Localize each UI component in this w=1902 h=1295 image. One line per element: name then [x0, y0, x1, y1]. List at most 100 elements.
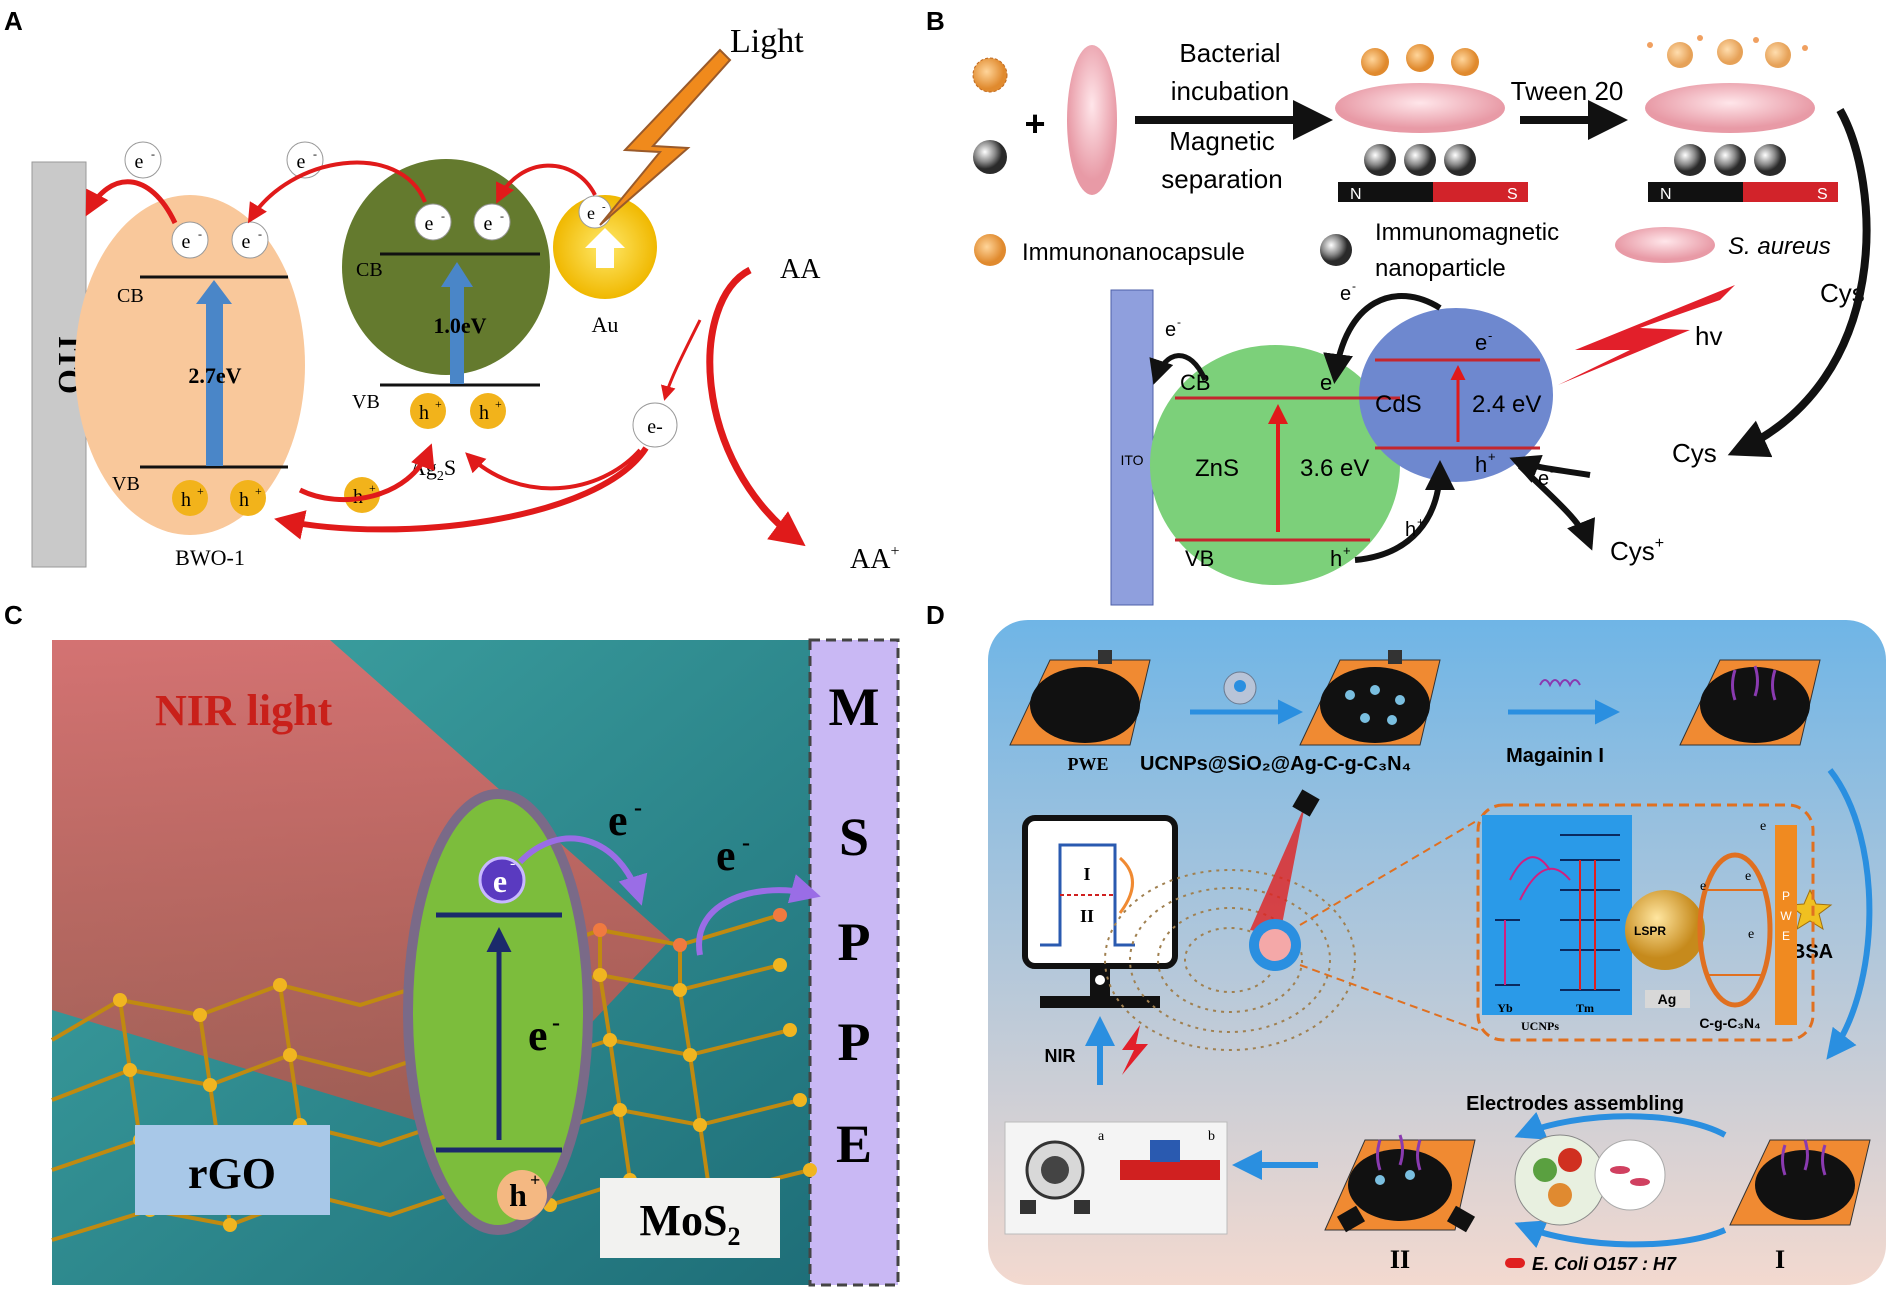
bwo-vb-label: VB [112, 473, 140, 495]
ag-label: Ag [1658, 991, 1677, 1007]
zns-vb-label: VB [1185, 546, 1214, 571]
mechanism-inset [1476, 803, 1815, 1042]
magnet-2-n [1648, 182, 1743, 202]
magnet-1-n [1338, 182, 1433, 202]
transfer-e-label-2: e- [716, 830, 750, 880]
electron-au: e- [578, 195, 612, 229]
pwe-label: PWE [1067, 754, 1108, 774]
svg-text:+: + [1488, 449, 1496, 464]
inset-link-top [1299, 819, 1479, 926]
bwo-label: BWO-1 [175, 545, 245, 570]
svg-text:-: - [742, 830, 750, 856]
cds-particle [1359, 308, 1553, 482]
bsa-label: BSA [1791, 941, 1833, 963]
svg-text:e: e [608, 796, 628, 845]
ag2s-gap-arrow-head [441, 262, 473, 287]
panel-label-c: C [4, 600, 23, 630]
svg-text:-: - [151, 147, 155, 161]
legend-bead-icon [1320, 234, 1352, 266]
cds-label: CdS [1375, 391, 1422, 418]
zns-cb-label: CB [1180, 370, 1211, 395]
ucnp-energy-box [1482, 815, 1632, 1015]
step-separation: separation [1161, 164, 1282, 194]
ucnps-formula: UCNPs@SiO₂@Ag-C-g-C₃N₄ [1140, 753, 1411, 775]
electron-bwo-1: e- [171, 221, 209, 259]
svg-text:-: - [602, 201, 606, 213]
inset-e-4: e [1760, 819, 1766, 834]
magnet-2-s [1743, 182, 1838, 202]
saureus-cell-3 [1645, 83, 1815, 133]
svg-text:e: e [135, 151, 144, 173]
nir-lightning-icon [1122, 1025, 1148, 1075]
svg-text:h: h [1475, 452, 1487, 477]
svg-text:e: e [297, 151, 306, 173]
svg-text:+: + [255, 484, 262, 498]
mspe-letter-4: P [838, 1012, 871, 1072]
nanocomposite-icon [1223, 671, 1257, 705]
inset-e-1: e [1745, 869, 1751, 884]
svg-text:+: + [530, 1170, 540, 1190]
hv-label: hv [1695, 321, 1722, 351]
legend-immunonanocapsule: Immunonanocapsule [1022, 239, 1245, 266]
stage-i-label: I [1775, 1245, 1785, 1274]
laser-source-icon [1292, 789, 1320, 817]
electron-transfer-1: e- [124, 141, 162, 179]
electrodes-label: Electrodes assembling [1466, 1093, 1684, 1115]
photo-panel: a b [1004, 1121, 1228, 1235]
transfer-e-label-1: e- [608, 795, 642, 845]
svg-text:+: + [1417, 515, 1424, 529]
arrow-cys-oxidation [1517, 463, 1595, 551]
legend-saureus: S. aureus [1728, 233, 1831, 260]
magnet-1-s [1433, 182, 1528, 202]
mos2-electron: e- [478, 855, 526, 904]
svg-text:e: e [1475, 330, 1487, 355]
photo-b-label: b [1208, 1129, 1215, 1144]
svg-text:e: e [1320, 370, 1332, 395]
bwo-particle [75, 195, 305, 535]
lspr-label: LSPR [1634, 924, 1666, 938]
rgo-label-box [135, 1125, 330, 1215]
magnet-2-n-label: N [1660, 186, 1672, 203]
svg-text:e: e [493, 863, 507, 899]
aa-plus-label: AA+ [850, 543, 899, 575]
cds-to-zns-e-label: e- [1340, 279, 1356, 305]
panel-d: PWE UCNPs@SiO₂@Ag-C-g-C₃N₄ Magainin I BS… [988, 620, 1886, 1285]
inset-e-2: e [1700, 879, 1706, 894]
panel-a: ITO Au CB VB 2.7eV BWO-1 CB VB 1.0eV Ag2… [31, 23, 899, 575]
svg-text:e: e [528, 1011, 548, 1060]
hole-ag2s-1: h+ [410, 393, 446, 429]
svg-text:-: - [1177, 315, 1181, 329]
hole-bwo-1: h+ [172, 480, 208, 516]
rgo-label: rGO [188, 1149, 276, 1198]
mspe-electrode [808, 638, 900, 1287]
svg-text:-: - [500, 209, 504, 223]
arrow-e-to-mspe [696, 874, 821, 956]
electron-ag2s-2: e- [473, 203, 511, 241]
arrow-bwo-hole-to-ag2s [298, 443, 435, 503]
svg-text:-: - [441, 209, 445, 223]
electron-ag2s-1: e- [414, 203, 452, 241]
mspe-letter-3: P [838, 912, 871, 972]
svg-text:e: e [1538, 468, 1549, 490]
ito-electrode-b [1110, 289, 1154, 606]
light-label: Light [730, 23, 804, 60]
panel-label-a: A [4, 6, 23, 36]
photo-a-label: a [1098, 1129, 1105, 1144]
svg-text:e: e [1340, 283, 1351, 305]
ucnp-levels [1495, 834, 1620, 991]
pwe-vert-p: P [1782, 889, 1790, 903]
arrow-e-to-ag2s [465, 448, 642, 491]
hole-ag2s-2: h+ [470, 393, 506, 429]
immunonanocapsule-icon [972, 57, 1008, 93]
svg-text:h: h [1405, 519, 1416, 541]
svg-text:-: - [198, 227, 202, 241]
lightning-icon [599, 48, 732, 226]
plus-sign: + [1024, 103, 1045, 144]
arrow-cys-electron [1509, 454, 1591, 483]
complex1-capsules [1361, 44, 1479, 76]
magainin-label: Magainin I [1506, 745, 1604, 767]
ito-e-label: e- [1165, 315, 1181, 341]
pwe-vert-w: W [1780, 909, 1792, 923]
svg-text:e: e [1165, 319, 1176, 341]
pwe-electrode-3 [1679, 659, 1821, 746]
